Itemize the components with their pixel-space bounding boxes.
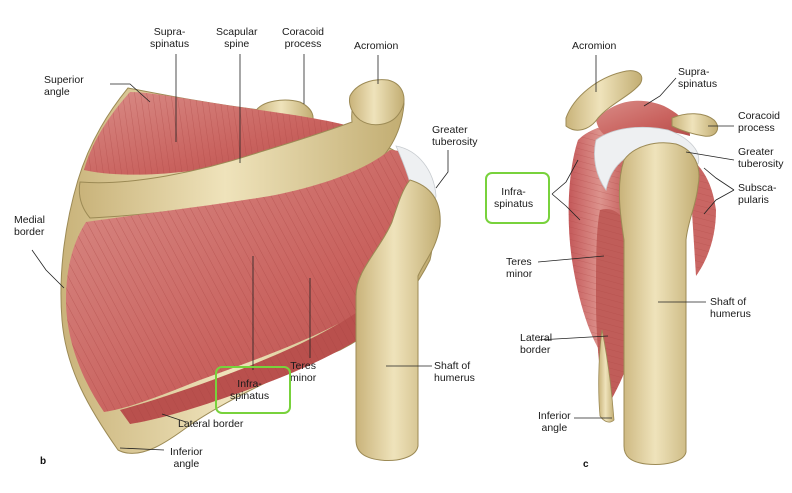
acromion-shape-c xyxy=(565,70,643,131)
label-coracoid-process-b: Coracoid process xyxy=(282,26,325,50)
label-acromion-c: Acromion xyxy=(572,40,617,52)
panel-letter-b: b xyxy=(40,456,47,467)
coracoid-process-shape-c xyxy=(671,113,719,137)
label-greater-tuberosity-c: Greater tuberosity xyxy=(738,146,784,170)
label-supraspinatus-b: Supra- spinatus xyxy=(150,26,190,50)
label-coracoid-process-c: Coracoid process xyxy=(738,110,781,134)
label-lateral-border-c: Lateral border xyxy=(520,332,553,356)
highlight-box-infraspinatus-b xyxy=(215,366,291,414)
label-medial-border-b: Medial border xyxy=(14,214,45,238)
label-teres-minor-c: Teres minor xyxy=(506,256,533,280)
label-shaft-of-humerus-b: Shaft of humerus xyxy=(434,360,475,384)
label-scapular-spine-b: Scapular spine xyxy=(216,26,258,50)
highlight-box-infraspinatus-c xyxy=(485,172,550,224)
lateral-border-bone-c xyxy=(598,329,615,423)
label-subscapularis-c: Subsca- pularis xyxy=(738,182,777,206)
panel-c-illustration xyxy=(565,70,719,465)
label-lateral-border-b: Lateral border xyxy=(178,418,244,430)
label-infraspinatus-c: Infra- spinatus xyxy=(494,186,534,210)
humerus-bone-c xyxy=(618,142,700,465)
label-shaft-of-humerus-c: Shaft of humerus xyxy=(710,296,751,320)
panel-letter-c: c xyxy=(583,459,589,470)
label-supraspinatus-c: Supra- spinatus xyxy=(678,66,718,90)
label-inferior-angle-c: Inferior angle xyxy=(538,410,571,434)
panel-c-leader-lines xyxy=(537,55,735,419)
label-inferior-angle-b: Inferior angle xyxy=(170,446,203,470)
label-greater-tuberosity-b: Greater tuberosity xyxy=(432,124,478,148)
acromion-shape-b xyxy=(349,79,405,126)
label-superior-angle-b: Superior angle xyxy=(44,74,84,98)
label-teres-minor-b: Teres minor xyxy=(290,360,317,384)
panel-b-illustration xyxy=(60,79,441,461)
panel-b-leader-lines xyxy=(31,54,449,451)
supraspinatus-muscle-c xyxy=(596,100,690,138)
label-acromion-b: Acromion xyxy=(354,40,399,52)
label-infraspinatus-b: Infra- spinatus xyxy=(230,378,270,402)
humerus-bone-b xyxy=(355,179,441,461)
